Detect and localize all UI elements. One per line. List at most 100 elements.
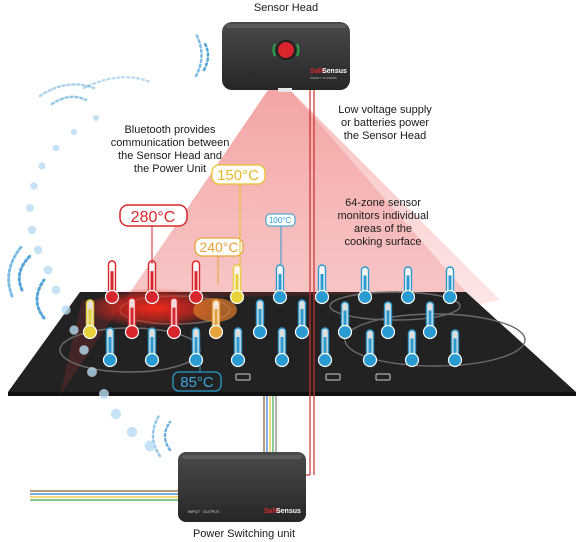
thermometer-bulb xyxy=(124,324,140,340)
sensor-head-title: Sensor Head xyxy=(254,2,318,14)
sensor-window xyxy=(278,88,292,92)
thermometer-fill xyxy=(300,309,304,330)
sensor-beam-on-cooktop xyxy=(60,90,466,395)
wave-dot xyxy=(93,115,99,121)
thermometer-icon xyxy=(272,264,288,305)
wave-arc xyxy=(35,278,46,320)
thermometer-fill xyxy=(88,309,92,330)
wave-dot xyxy=(61,305,71,315)
bluetooth-annotation: Bluetooth provides communication between… xyxy=(111,124,230,175)
thermometer-fill xyxy=(410,338,414,358)
thermometer-icon xyxy=(252,299,268,340)
thermometer-fill xyxy=(363,275,367,295)
control-knob xyxy=(375,373,391,381)
wave-dot xyxy=(144,440,156,452)
power-supply-line-2: or batteries power xyxy=(341,117,429,129)
wave-arc xyxy=(50,95,88,106)
thermometer-bulb xyxy=(230,352,246,368)
thermometer-icon xyxy=(188,327,204,368)
thermometer-icon xyxy=(337,301,353,340)
thermometer-icon xyxy=(314,264,330,305)
thermometer-bulb xyxy=(144,352,160,368)
wave-dot xyxy=(70,128,78,136)
thermometer-bulb xyxy=(294,324,310,340)
zones-line-1: 64-zone sensor xyxy=(345,197,421,209)
zone-front-right xyxy=(344,313,526,367)
bluetooth-line-4: the Power Unit xyxy=(134,163,206,175)
thermometer-icon xyxy=(294,299,310,340)
wave-dot xyxy=(51,285,61,295)
thermometer-fill xyxy=(150,337,154,358)
thermometer-icon xyxy=(229,264,245,305)
thermometer-bulb xyxy=(166,324,182,340)
thermometer-bulb xyxy=(252,324,268,340)
bluetooth-line-1: Bluetooth provides xyxy=(124,124,216,136)
thermometer-icon xyxy=(404,329,420,368)
wave-arc xyxy=(163,420,172,452)
wave-arc xyxy=(38,83,96,98)
thermometer-bulb xyxy=(104,289,120,305)
power-unit-brand-prefix: Safe xyxy=(264,508,279,515)
thermometer-bulb xyxy=(400,289,416,305)
thermometer-fill xyxy=(235,274,239,295)
thermometer-bulb xyxy=(229,289,245,305)
cooktop-controls xyxy=(235,373,391,381)
thermometer-icon xyxy=(166,297,182,340)
thermometer-fill xyxy=(453,338,457,358)
power-unit-body xyxy=(178,452,306,522)
thermometer-bulb xyxy=(337,324,353,340)
wave-dot xyxy=(87,367,97,377)
power-unit-brand: Sensus xyxy=(276,508,301,515)
thermometer-icon xyxy=(400,266,416,305)
cooktop-power-cable xyxy=(263,396,277,452)
temp-callout-150: 150°C xyxy=(211,164,266,265)
thermometer-icon xyxy=(230,327,246,368)
temp-callout-280: 280°C xyxy=(119,204,188,264)
control-knob xyxy=(325,373,341,381)
temp-label-280: 280°C xyxy=(131,209,176,226)
sensor-lens-ring-icon xyxy=(272,43,300,57)
wave-dot xyxy=(38,162,46,170)
wave-arc xyxy=(202,40,210,72)
temp-label-100: 100°C xyxy=(269,216,292,225)
thermometer-fill xyxy=(150,271,154,295)
thermometer-fill xyxy=(320,274,324,295)
thermometer-icon xyxy=(144,327,160,368)
thermometer-icon xyxy=(422,301,438,340)
wave-dot xyxy=(30,182,38,190)
thermometer-fill xyxy=(194,271,198,295)
thermometer-icon xyxy=(208,299,224,340)
zone-back-right xyxy=(329,291,461,321)
thermometer-icon xyxy=(124,297,140,340)
wave-arc xyxy=(7,244,24,298)
wave-dot xyxy=(79,345,89,355)
thermometer-icon xyxy=(317,327,333,368)
thermometer-fill xyxy=(110,271,114,295)
power-supply-annotation: Low voltage supply or batteries power th… xyxy=(338,104,432,142)
wave-arc xyxy=(194,32,203,78)
wave-arc xyxy=(82,76,152,90)
thermometer-fill xyxy=(323,337,327,358)
thermometer-bulb xyxy=(102,352,118,368)
zones-line-2: monitors individual xyxy=(337,210,428,222)
temp-label-150: 150°C xyxy=(217,167,259,184)
thermometer-fill xyxy=(428,310,432,330)
thermometer-bulb xyxy=(82,324,98,340)
thermometer-fill xyxy=(386,310,390,330)
thermometer-icon xyxy=(380,301,396,340)
wave-arc xyxy=(151,412,162,458)
wave-dot xyxy=(27,225,37,235)
wave-dot xyxy=(33,245,43,255)
wave-dot xyxy=(69,325,79,335)
thermometer-fill xyxy=(343,310,347,330)
control-knob xyxy=(235,373,251,381)
thermometer-grid xyxy=(82,260,463,368)
sensor-lens-icon xyxy=(276,40,296,60)
thermometer-bulb xyxy=(317,352,333,368)
sensor-head-brand-prefix: Safe xyxy=(310,68,325,75)
power-supply-line-1: Low voltage supply xyxy=(338,104,432,116)
thermometer-fill xyxy=(278,274,282,295)
zones-annotation: 64-zone sensor monitors individual areas… xyxy=(337,197,428,248)
thermometer-fill xyxy=(172,307,176,330)
